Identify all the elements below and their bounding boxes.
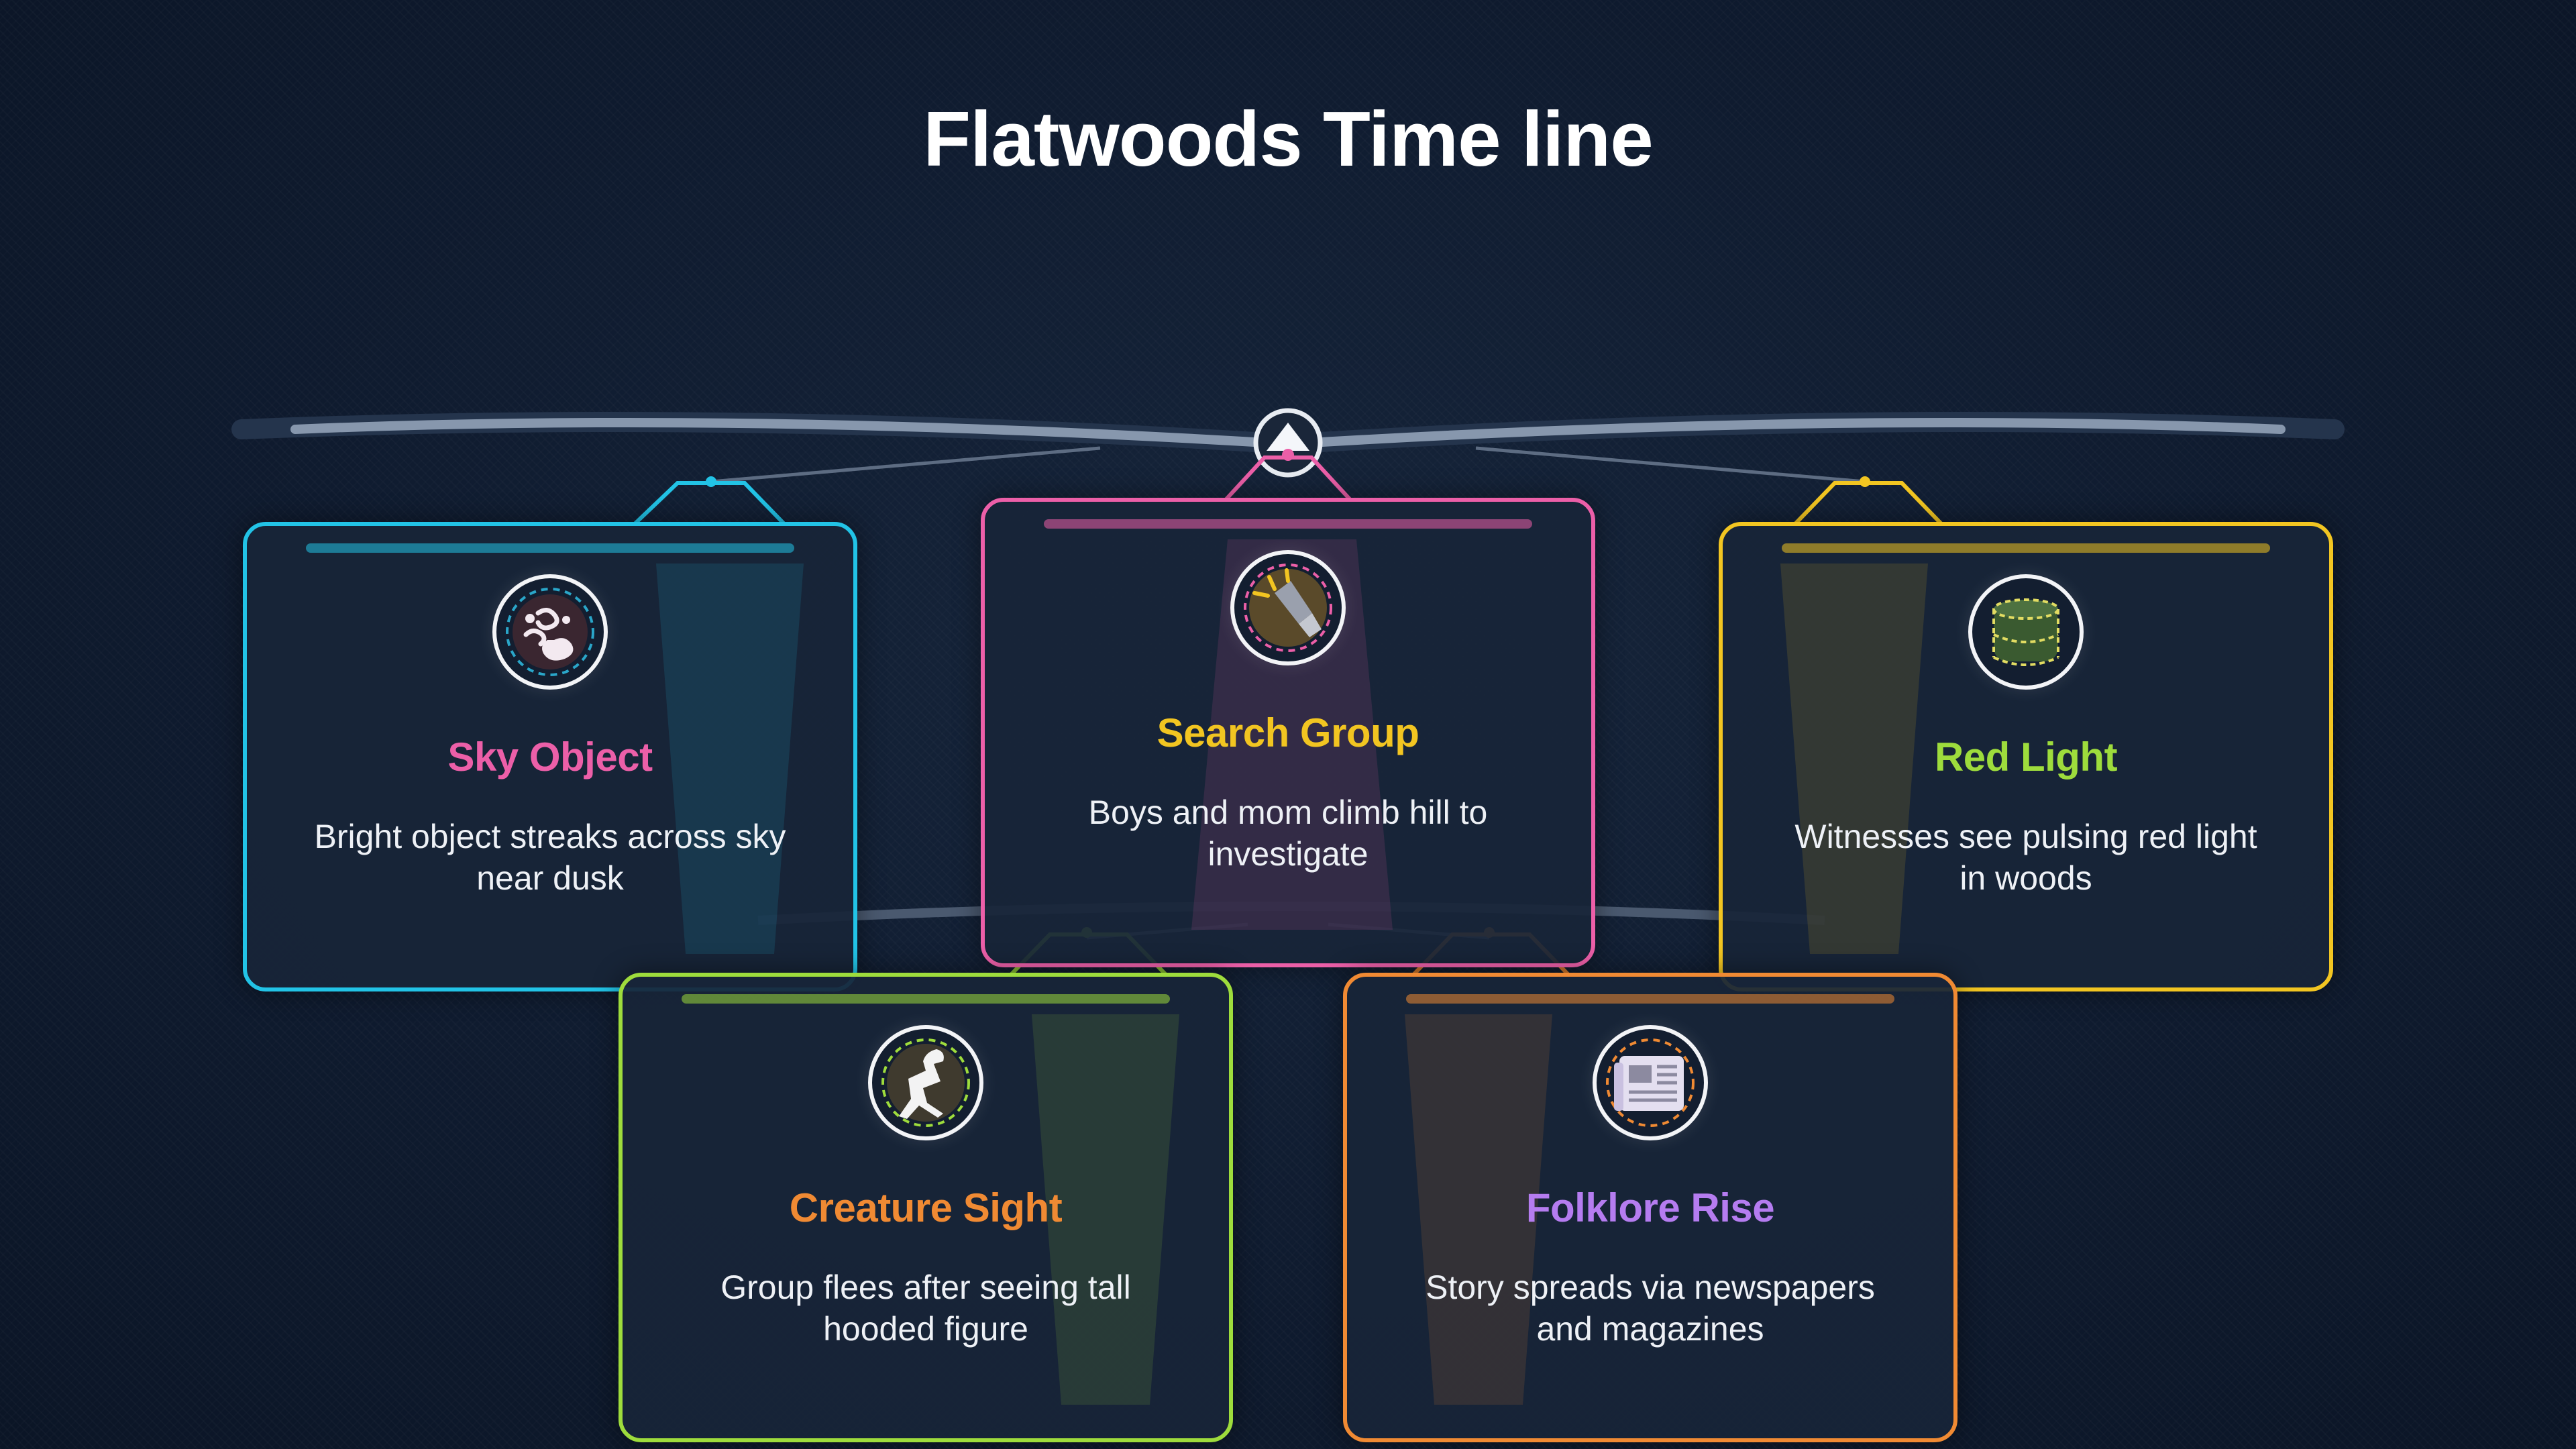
event-card-creature-sight: Creature Sight Group flees after seeing … (619, 973, 1233, 1442)
card-header-bar (1782, 543, 2270, 553)
event-description: Story spreads via newspapers and magazin… (1426, 1269, 1875, 1348)
event-description: Group flees after seeing tall hooded fig… (720, 1269, 1131, 1348)
card-header-bar (306, 543, 794, 553)
card-header-bar (1406, 994, 1894, 1004)
card-header-bar (1044, 519, 1532, 529)
hooded-figure-icon (868, 1025, 983, 1140)
event-title: Red Light (1934, 735, 2118, 780)
event-description: Bright object streaks across sky near du… (314, 818, 786, 897)
event-description: Boys and mom climb hill to investigate (1088, 794, 1488, 873)
event-title: Creature Sight (789, 1185, 1063, 1230)
meteor-icon (492, 574, 608, 690)
up-arrow-icon (1267, 423, 1309, 451)
strand-right-top (1475, 446, 1866, 484)
page-title: Flatwoods Time line (923, 95, 1653, 182)
event-card-search-group: Search Group Boys and mom climb hill to … (981, 498, 1595, 967)
event-title: Sky Object (447, 735, 653, 780)
event-card-sky-object: Sky Object Bright object streaks across … (243, 522, 857, 991)
red-light-icon (1968, 574, 2084, 690)
event-card-red-light: Red Light Witnesses see pulsing red ligh… (1719, 522, 2333, 991)
event-title: Folklore Rise (1525, 1185, 1775, 1230)
flashlight-icon (1230, 550, 1346, 665)
event-title: Search Group (1157, 710, 1419, 755)
newspaper-icon (1593, 1025, 1708, 1140)
event-card-folklore-rise: Folklore Rise Story spreads via newspape… (1343, 973, 1957, 1442)
event-description: Witnesses see pulsing red light in woods (1794, 818, 2257, 897)
light-beam (1780, 564, 1928, 954)
strand-left-top (710, 446, 1101, 484)
card-header-bar (682, 994, 1170, 1004)
light-beam (1405, 1014, 1552, 1405)
